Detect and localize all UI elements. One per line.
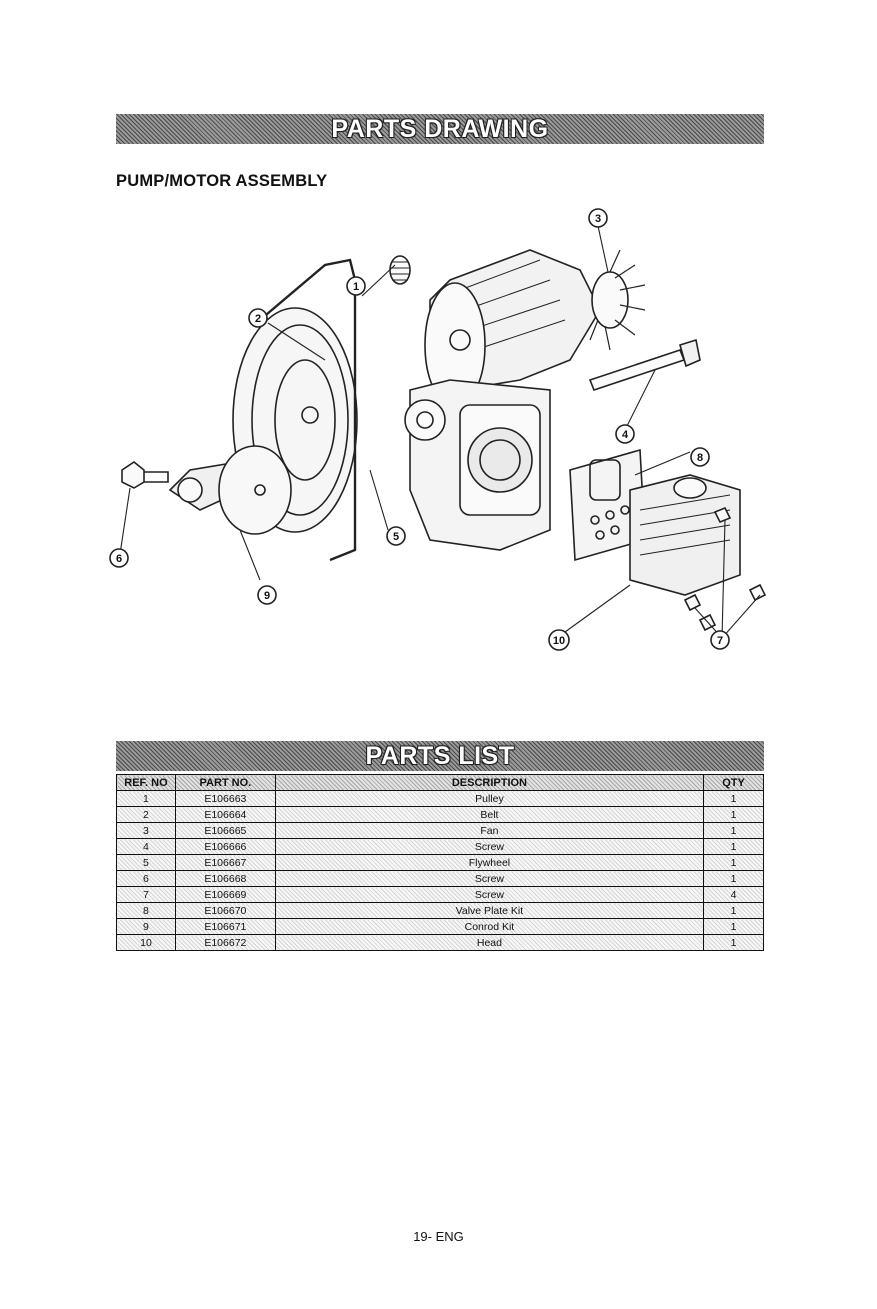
table-row: 7 E106669 Screw 4 — [116, 886, 764, 903]
ref-no-cell: 9 — [116, 918, 176, 935]
description-cell: Conrod Kit — [274, 918, 705, 935]
callout-2: 2 — [255, 313, 261, 325]
part-no-cell: E106670 — [174, 902, 276, 919]
page-number: 19- ENG — [413, 1229, 464, 1244]
ref-no-cell: 1 — [116, 790, 176, 807]
ref-no-cell: 5 — [116, 854, 176, 871]
description-cell: Fan — [274, 822, 705, 839]
crankcase-drawing — [404, 379, 551, 551]
table-row: 6 E106668 Screw 1 — [116, 870, 764, 887]
pump-motor-exploded-drawing: 1 2 3 4 5 6 7 8 9 10 — [109, 208, 767, 651]
part-no-cell: E106665 — [174, 822, 276, 839]
part-no-cell: E106671 — [174, 918, 276, 935]
table-row: 10 E106672 Head 1 — [116, 934, 764, 951]
ref-no-cell: 8 — [116, 902, 176, 919]
parts-list-banner: PARTS LIST — [116, 741, 764, 771]
qty-cell: 1 — [703, 854, 764, 871]
table-row: 8 E106670 Valve Plate Kit 1 — [116, 902, 764, 919]
description-cell: Screw — [274, 838, 705, 855]
part-no-cell: E106667 — [174, 854, 276, 871]
description-cell: Head — [274, 934, 705, 951]
callout-4: 4 — [622, 429, 629, 441]
callout-circles — [109, 208, 730, 651]
column-header-description: DESCRIPTION — [274, 774, 705, 791]
part-no-cell: E106663 — [174, 790, 276, 807]
valve-plate-drawing — [569, 448, 646, 562]
qty-cell: 1 — [703, 790, 764, 807]
fan-drawing — [589, 249, 646, 351]
qty-cell: 1 — [703, 822, 764, 839]
column-header-qty: QTY — [703, 774, 764, 791]
ref-no-cell: 7 — [116, 886, 176, 903]
screw-4-drawing — [588, 338, 701, 391]
qty-cell: 1 — [703, 934, 764, 951]
table-row: 3 E106665 Fan 1 — [116, 822, 764, 839]
table-header-row: REF. NO PART NO. DESCRIPTION QTY — [116, 774, 764, 791]
qty-cell: 1 — [703, 870, 764, 887]
table-row: 2 E106664 Belt 1 — [116, 806, 764, 823]
description-cell: Pulley — [274, 790, 705, 807]
qty-cell: 1 — [703, 918, 764, 935]
description-cell: Valve Plate Kit — [274, 902, 705, 919]
table-row: 9 E106671 Conrod Kit 1 — [116, 918, 764, 935]
parts-list-table: REF. NO PART NO. DESCRIPTION QTY 1 E1066… — [116, 774, 764, 951]
column-header-ref-no: REF. NO — [116, 774, 176, 791]
part-no-cell: E106666 — [174, 838, 276, 855]
table-row: 1 E106663 Pulley 1 — [116, 790, 764, 807]
ref-no-cell: 4 — [116, 838, 176, 855]
column-header-part-no: PART NO. — [174, 774, 276, 791]
description-cell: Screw — [274, 886, 705, 903]
table-row: 4 E106666 Screw 1 — [116, 838, 764, 855]
screw-6-drawing — [121, 461, 169, 489]
description-cell: Flywheel — [274, 854, 705, 871]
callout-9: 9 — [264, 590, 270, 602]
assembly-title: PUMP/MOTOR ASSEMBLY — [116, 172, 328, 190]
part-no-cell: E106669 — [174, 886, 276, 903]
qty-cell: 1 — [703, 806, 764, 823]
callout-8: 8 — [697, 452, 703, 464]
qty-cell: 1 — [703, 902, 764, 919]
callout-1: 1 — [353, 281, 359, 293]
part-no-cell: E106672 — [174, 934, 276, 951]
head-drawing — [629, 474, 741, 596]
parts-drawing-title: PARTS DRAWING — [331, 114, 549, 143]
qty-cell: 4 — [703, 886, 764, 903]
description-cell: Belt — [274, 806, 705, 823]
parts-list-title: PARTS LIST — [365, 741, 515, 770]
ref-no-cell: 10 — [116, 934, 176, 951]
ref-no-cell: 6 — [116, 870, 176, 887]
description-cell: Screw — [274, 870, 705, 887]
pulley-drawing — [389, 255, 411, 285]
callout-5: 5 — [393, 531, 399, 543]
callout-3: 3 — [595, 213, 601, 225]
ref-no-cell: 3 — [116, 822, 176, 839]
ref-no-cell: 2 — [116, 806, 176, 823]
callout-10: 10 — [553, 635, 565, 647]
parts-drawing-banner: PARTS DRAWING — [116, 114, 764, 144]
part-no-cell: E106664 — [174, 806, 276, 823]
callout-7: 7 — [717, 635, 723, 647]
callout-6: 6 — [116, 553, 122, 565]
conrod-drawing — [168, 445, 292, 535]
leader-lines — [119, 225, 761, 639]
motor-housing-drawing — [424, 249, 601, 408]
table-row: 5 E106667 Flywheel 1 — [116, 854, 764, 871]
qty-cell: 1 — [703, 838, 764, 855]
part-no-cell: E106668 — [174, 870, 276, 887]
